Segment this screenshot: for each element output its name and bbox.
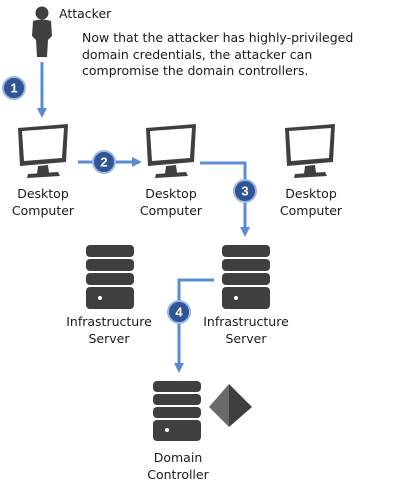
desktop-computer-1-label-line1: Desktop bbox=[17, 186, 69, 201]
desktop-computer-3-label-line2: Computer bbox=[279, 203, 343, 218]
attacker-label: Attacker bbox=[59, 6, 112, 21]
infrastructure-server-1-icon bbox=[86, 245, 134, 309]
infrastructure-server-2-label-line2: Server bbox=[225, 331, 267, 346]
desktop-computer-3-label-line1: Desktop bbox=[285, 186, 337, 201]
desktop-computer-3-icon bbox=[285, 124, 335, 178]
desktop-computer-1-label: Desktop Computer bbox=[12, 185, 74, 219]
infrastructure-server-2-label: Infrastructure Server bbox=[203, 313, 289, 347]
step-badge-3: 3 bbox=[233, 179, 257, 203]
arrow-4 bbox=[174, 278, 214, 373]
infrastructure-server-2-icon bbox=[222, 245, 270, 309]
svg-text:3: 3 bbox=[241, 184, 248, 199]
infrastructure-server-1-label-line1: Infrastructure bbox=[66, 314, 152, 329]
desktop-computer-2-label-line1: Desktop bbox=[145, 186, 197, 201]
infrastructure-server-2-label-line1: Infrastructure bbox=[203, 314, 289, 329]
desktop-computer-1-label-line2: Computer bbox=[11, 203, 75, 218]
desktop-computer-2-icon bbox=[146, 124, 196, 178]
step-badge-1: 1 bbox=[2, 76, 26, 100]
infrastructure-server-1-label-line2: Server bbox=[88, 331, 130, 346]
svg-text:4: 4 bbox=[175, 305, 183, 320]
attacker-icon bbox=[32, 6, 52, 57]
step-badge-4: 4 bbox=[167, 300, 191, 324]
desktop-computer-3-label: Desktop Computer bbox=[280, 185, 342, 219]
domain-controller-label-line1: Domain bbox=[153, 450, 203, 465]
domain-controller-label-line2: Controller bbox=[147, 467, 209, 482]
arrow-3 bbox=[200, 161, 250, 237]
desktop-computer-2-label: Desktop Computer bbox=[140, 185, 202, 219]
desktop-computer-1-icon bbox=[18, 124, 68, 178]
description-text: Now that the attacker has highly-privile… bbox=[82, 30, 354, 78]
directory-pyramid-icon bbox=[209, 384, 252, 427]
domain-controller-icon bbox=[153, 381, 201, 441]
step-badge-2: 2 bbox=[92, 150, 116, 174]
svg-text:1: 1 bbox=[10, 81, 17, 96]
svg-text:2: 2 bbox=[100, 155, 107, 170]
domain-controller-label: Domain Controller bbox=[147, 449, 209, 483]
desktop-computer-2-label-line2: Computer bbox=[139, 203, 203, 218]
infrastructure-server-1-label: Infrastructure Server bbox=[66, 313, 152, 347]
